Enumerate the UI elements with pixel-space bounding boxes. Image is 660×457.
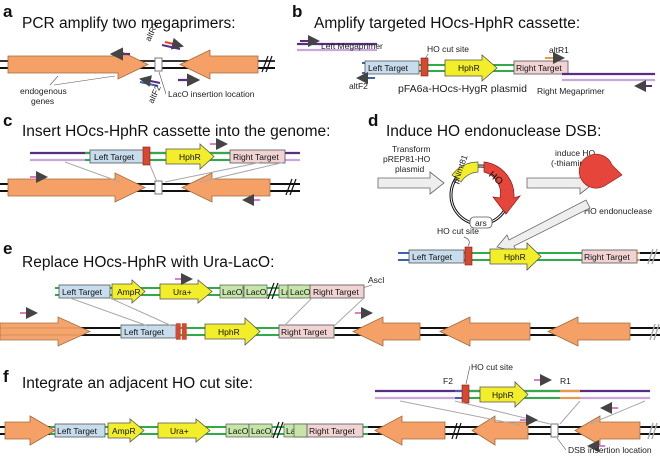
panel-b: b Amplify targeted HOcs-HphR cassette: L… xyxy=(292,2,655,96)
primer-label: altR1 xyxy=(549,45,569,55)
primer-arrow xyxy=(161,44,181,50)
left-target-box: Left Target xyxy=(412,252,453,262)
panel-a: a PCR amplify two megaprimers: altR1 alt… xyxy=(0,2,275,106)
panel-letter: a xyxy=(3,2,13,21)
dsb-location-label: DSB insertion location xyxy=(568,445,652,455)
megaprimer-label: Right Megaprimer xyxy=(537,86,605,96)
hphr-gene: HphR xyxy=(179,152,201,162)
dsb-insertion-site xyxy=(550,423,559,438)
transform-label: plasmid xyxy=(395,164,425,174)
panel-title: PCR amplify two megaprimers: xyxy=(22,15,236,32)
primer-label: altF2 xyxy=(146,83,163,105)
left-target-box: Left Target xyxy=(57,426,98,436)
panel-title: Replace HOcs-HphR with Ura-LacO: xyxy=(22,254,274,271)
panel-f: f Integrate an adjacent HO cut site: HO … xyxy=(0,362,660,455)
panel-d: d Induce HO endonuclease DSB: Transform … xyxy=(368,111,660,271)
left-target-box: Left Target xyxy=(62,287,103,297)
laco-box: LacO xyxy=(222,287,243,297)
ho-cut-label: HO cut site xyxy=(471,362,513,372)
ura-gene: Ura+ xyxy=(173,287,192,297)
asci-label: AscI xyxy=(368,275,385,285)
transform-label: Transform xyxy=(392,144,430,154)
primer-arrow xyxy=(164,37,184,50)
right-target-box: Right Target xyxy=(516,63,562,73)
panel-letter: c xyxy=(3,111,12,130)
gene-label: genes xyxy=(31,96,54,106)
right-target-box: Right Target xyxy=(584,252,630,262)
laco-box: LacO xyxy=(246,287,267,297)
panel-letter: d xyxy=(368,111,378,130)
left-target-box: Left Target xyxy=(368,63,409,73)
primer-label: R1 xyxy=(560,376,571,386)
left-target-box: Left Target xyxy=(94,152,135,162)
ars-label: ars xyxy=(475,218,487,228)
right-target-box: Right Target xyxy=(233,152,279,162)
panel-e: e Replace HOcs-HphR with Ura-LacO: AscI … xyxy=(0,239,660,347)
gene-arrow xyxy=(179,49,259,80)
plasmid-label: pFA6a-HOcs-HygR plasmid xyxy=(398,83,527,95)
panel-title: Induce HO endonuclease DSB: xyxy=(386,123,601,140)
panel-title: Insert HOcs-HphR cassette into the genom… xyxy=(22,123,330,140)
hphr-gene: HphR xyxy=(492,390,514,400)
hphr-gene: HphR xyxy=(504,252,526,262)
induce-label: (-thiamine) xyxy=(551,158,592,168)
panel-letter: f xyxy=(3,367,9,386)
laco-box: LacO xyxy=(228,426,249,436)
laco-box: LacO xyxy=(251,426,272,436)
hphr-gene: HphR xyxy=(458,63,480,73)
right-target-box: Right Target xyxy=(309,426,355,436)
transform-label: pREP81-HO xyxy=(383,154,431,164)
panel-c: c Insert HOcs-HphR cassette into the gen… xyxy=(0,111,330,206)
ho-cut-site xyxy=(420,57,429,77)
induce-label: induce HO xyxy=(555,148,596,158)
panel-letter: e xyxy=(3,239,12,258)
megaprimer-label: Left Megaprimer xyxy=(321,41,383,51)
primer-label: altF2 xyxy=(349,81,368,91)
ampr-gene: AmpR xyxy=(117,287,141,297)
ho-cut-label: HO cut site xyxy=(437,226,479,236)
ho-endonuclease-icon xyxy=(578,153,623,189)
gene-label: endogenous xyxy=(20,86,67,96)
hphr-gene: HphR xyxy=(218,327,240,337)
right-target-box: Right Target xyxy=(313,287,359,297)
laco-insertion-site xyxy=(154,57,163,72)
laco-box: LacO xyxy=(290,287,311,297)
primer-label: F2 xyxy=(443,376,453,386)
left-target-box: Left Target xyxy=(124,327,165,337)
ampr-gene: AmpR xyxy=(112,426,136,436)
laco-location-label: LacO insertion location xyxy=(168,89,255,99)
primer-arrow xyxy=(139,75,161,87)
panel-title: Integrate an adjacent HO cut site: xyxy=(22,375,253,392)
panel-letter: b xyxy=(292,2,302,21)
endonuclease-label: HO endonuclease xyxy=(584,206,652,216)
ho-cut-label: HO cut site xyxy=(427,44,469,54)
ura-gene: Ura+ xyxy=(170,426,189,436)
right-target-box: Right Target xyxy=(281,327,327,337)
panel-title: Amplify targeted HOcs-HphR cassette: xyxy=(314,15,580,32)
